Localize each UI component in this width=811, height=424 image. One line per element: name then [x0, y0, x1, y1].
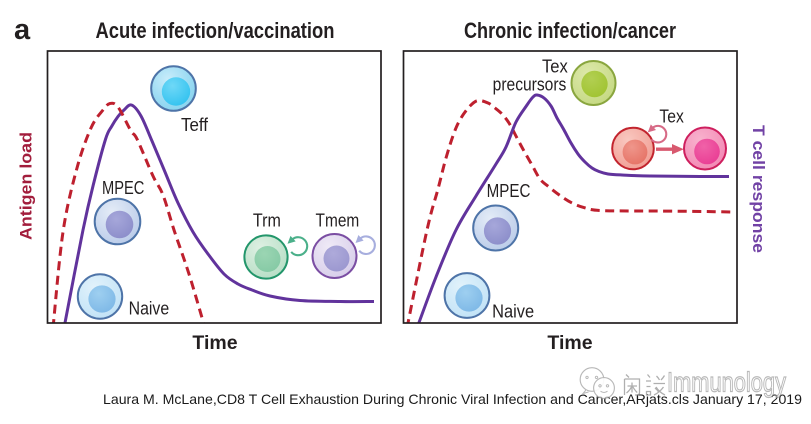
svg-text:Immunology: Immunology [667, 367, 786, 398]
svg-text:Time: Time [192, 332, 237, 354]
svg-text:Chronic infection/cancer: Chronic infection/cancer [464, 18, 676, 43]
svg-text:T cell response: T cell response [749, 125, 768, 253]
svg-text:Acute infection/vaccination: Acute infection/vaccination [96, 18, 335, 43]
svg-text:Antigen load: Antigen load [17, 132, 36, 240]
svg-text:Teff: Teff [181, 115, 209, 135]
svg-text:a: a [14, 14, 31, 46]
svg-text:Tex: Tex [659, 106, 683, 126]
svg-text:Time: Time [547, 332, 592, 354]
svg-text:Naive: Naive [129, 299, 170, 319]
svg-text:MPEC: MPEC [102, 178, 144, 198]
svg-text:Naive: Naive [492, 301, 534, 321]
svg-text:Tex: Tex [542, 57, 568, 77]
svg-text:precursors: precursors [493, 74, 567, 94]
svg-text:Trm: Trm [253, 210, 281, 230]
svg-text:Tmem: Tmem [316, 210, 360, 230]
svg-text:Laura M. McLane,CD8 T Cell Exh: Laura M. McLane,CD8 T Cell Exhaustion Du… [103, 392, 802, 407]
svg-text:MPEC: MPEC [487, 181, 531, 201]
